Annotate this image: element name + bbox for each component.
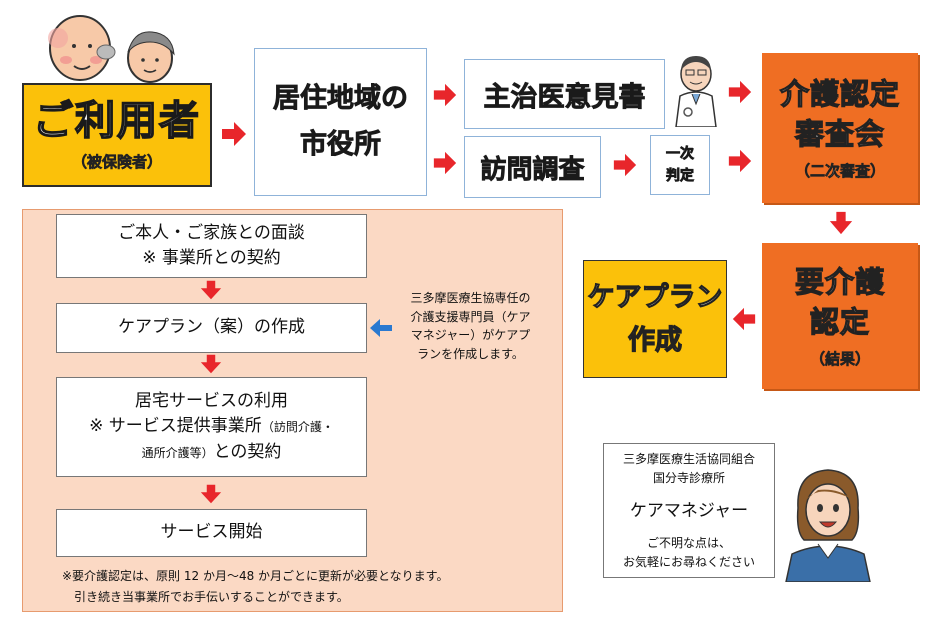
care-plan-box: ケアプラン 作成 (583, 260, 727, 378)
certification-subtitle: （結果） (809, 349, 871, 368)
step-care-plan-draft: ケアプラン（案）の作成 (56, 303, 367, 353)
elderly-couple-illustration (48, 15, 175, 83)
city-office-line1: 居住地域の (273, 83, 409, 115)
contact-clinic: 国分寺診療所 (652, 471, 725, 486)
arrow-right-icon (613, 153, 637, 177)
step-interview-line2: ※ 事業所との契約 (142, 248, 281, 268)
certification-council-box: 介護認定 審査会 （二次審査） (762, 53, 918, 203)
step-service-use-line2: ※ サービス提供事業所 (89, 416, 262, 437)
arrow-left-icon (732, 307, 756, 331)
step-interview-line1: ご本人・ご家族との面談 (118, 222, 305, 243)
certification-result-box: 要介護 認定 （結果） (762, 243, 918, 389)
arrow-right-icon (728, 149, 752, 173)
council-line2: 審査会 (794, 116, 885, 151)
first-judgment-box: 一次 判定 (650, 135, 710, 195)
care-manager-note: 三多摩医療生協専任の 介護支援専門員（ケア マネジャー）がケアプ ランを作成しま… (393, 289, 548, 363)
arrow-down-icon (200, 354, 222, 374)
arrow-left-blue-icon (370, 319, 392, 337)
certification-line2: 認定 (809, 304, 870, 339)
care-manager-note-line4: ランを作成します。 (417, 346, 524, 361)
renewal-note-line2: 引き続き当事業所でお手伝いすることができます。 (74, 590, 349, 604)
arrow-right-icon (728, 80, 752, 104)
user-subtitle: （被保険者） (71, 152, 163, 171)
user-box: ご利用者 （被保険者） (22, 83, 212, 187)
care-manager-illustration (785, 469, 871, 582)
home-visit-label: 訪問調査 (480, 154, 585, 185)
contact-org: 三多摩医療生活協同組合 (622, 452, 755, 466)
doctor-opinion-label: 主治医意見書 (483, 81, 646, 113)
step-service-start: サービス開始 (56, 509, 367, 557)
step-service-use-line3: との契約 (213, 441, 282, 462)
care-manager-note-line3: マネジャー）がケアプ (410, 328, 531, 343)
doctor-opinion-box: 主治医意見書 (464, 59, 665, 129)
care-plan-line1: ケアプラン (587, 281, 723, 313)
renewal-note: ※要介護認定は、原則 12 か月～48 か月ごとに更新が必要となります。 引き続… (62, 566, 542, 608)
step-service-use-line1: 居宅サービスの利用 (135, 390, 288, 411)
step-service-use-paren2: 通所介護等） (141, 445, 214, 460)
step-service-use-paren1: （訪問介護・ (261, 420, 334, 435)
arrow-right-icon (433, 83, 457, 107)
contact-title: ケアマネジャー (629, 501, 749, 522)
care-manager-note-line2: 介護支援専門員（ケア (410, 309, 531, 324)
doctor-illustration (675, 56, 717, 127)
step-service-start-label: サービス開始 (160, 522, 263, 543)
city-office-box: 居住地域の 市役所 (254, 48, 427, 196)
council-line1: 介護認定 (779, 77, 900, 112)
care-manager-note-line1: 三多摩医療生協専任の (410, 291, 531, 305)
home-visit-box: 訪問調査 (464, 136, 601, 198)
arrow-down-icon (200, 484, 222, 504)
arrow-down-icon (829, 211, 853, 235)
certification-line1: 要介護 (794, 265, 885, 300)
care-plan-line2: 作成 (627, 324, 682, 356)
step-care-plan-draft-label: ケアプラン（案）の作成 (118, 317, 305, 338)
arrow-down-icon (200, 280, 222, 300)
renewal-note-line1: ※要介護認定は、原則 12 か月～48 か月ごとに更新が必要となります。 (62, 569, 449, 583)
arrow-right-icon (222, 122, 246, 146)
first-judgment-line2: 判定 (666, 168, 695, 185)
first-judgment-line1: 一次 (666, 145, 695, 162)
step-interview: ご本人・ご家族との面談 ※ 事業所との契約 (56, 214, 367, 278)
contact-box: 三多摩医療生活協同組合 国分寺診療所 ケアマネジャー ご不明な点は、 お気軽にお… (603, 443, 775, 578)
user-title: ご利用者 (32, 97, 201, 144)
council-subtitle: （二次審査） (794, 161, 886, 180)
step-service-use: 居宅サービスの利用 ※ サービス提供事業所（訪問介護・ 通所介護等）との契約 (56, 377, 367, 477)
contact-line1: ご不明な点は、 (646, 535, 731, 550)
contact-line2: お気軽にお尋ねください (622, 554, 755, 569)
arrow-right-icon (433, 151, 457, 175)
city-office-line2: 市役所 (300, 129, 382, 161)
